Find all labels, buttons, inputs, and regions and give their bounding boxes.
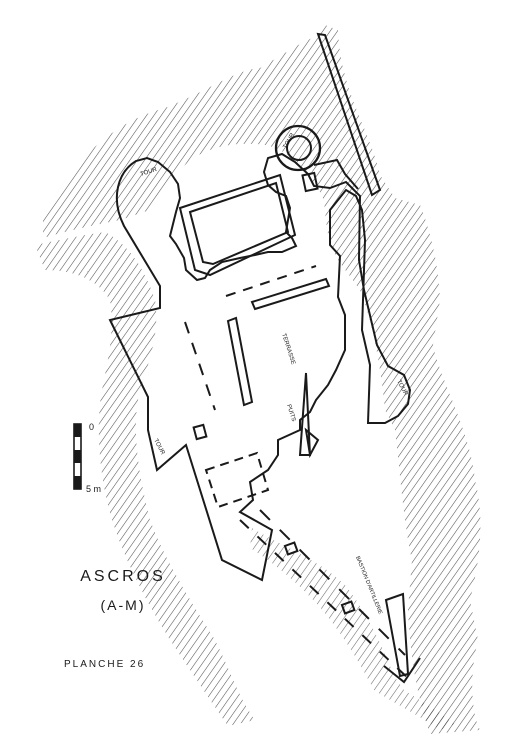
scale-bottom-label: 5 m	[86, 484, 102, 494]
small-structure-2	[192, 423, 208, 441]
diagram-title: ASCROS	[80, 568, 166, 585]
terrain-hatch-north	[43, 25, 481, 734]
inner-courtyard-building	[178, 173, 297, 277]
terrace-wall-upper	[250, 277, 331, 311]
north-long-wall	[316, 32, 382, 197]
dashed-line-2	[184, 321, 216, 411]
scale-bar-1	[74, 424, 81, 437]
dashed-line-4	[239, 519, 411, 681]
dashed-line-5	[259, 509, 406, 656]
scale-bar-2	[74, 450, 81, 463]
label-tour-nw: TOUR	[140, 167, 159, 178]
terrain-hatch-west	[35, 232, 255, 726]
dashed-line-1	[225, 265, 317, 297]
tower-northeast	[274, 124, 322, 172]
diagram-subtitle: (A-M)	[100, 597, 146, 613]
outer-wall-west	[108, 152, 412, 582]
terrace-wall-left	[226, 316, 254, 407]
small-structure-3	[283, 541, 299, 556]
label-terrasse: TERRASSE	[280, 333, 296, 366]
artillery-bastion	[384, 592, 410, 678]
tower-northeast-connector	[313, 158, 359, 190]
tower-northeast-inner	[286, 135, 312, 161]
scale-top-label: 0	[89, 422, 95, 432]
artillery-bastion-arrow	[383, 657, 421, 684]
dashed-line-3	[204, 451, 270, 509]
scale-bar-3	[74, 476, 81, 489]
plate-number: PLANCHE 26	[64, 659, 146, 670]
terrain-hatch-south	[250, 528, 455, 730]
label-puits: PUITS	[285, 404, 296, 423]
north-arrow	[298, 372, 320, 459]
small-structure-4	[340, 600, 356, 615]
small-structure-1	[301, 171, 319, 193]
